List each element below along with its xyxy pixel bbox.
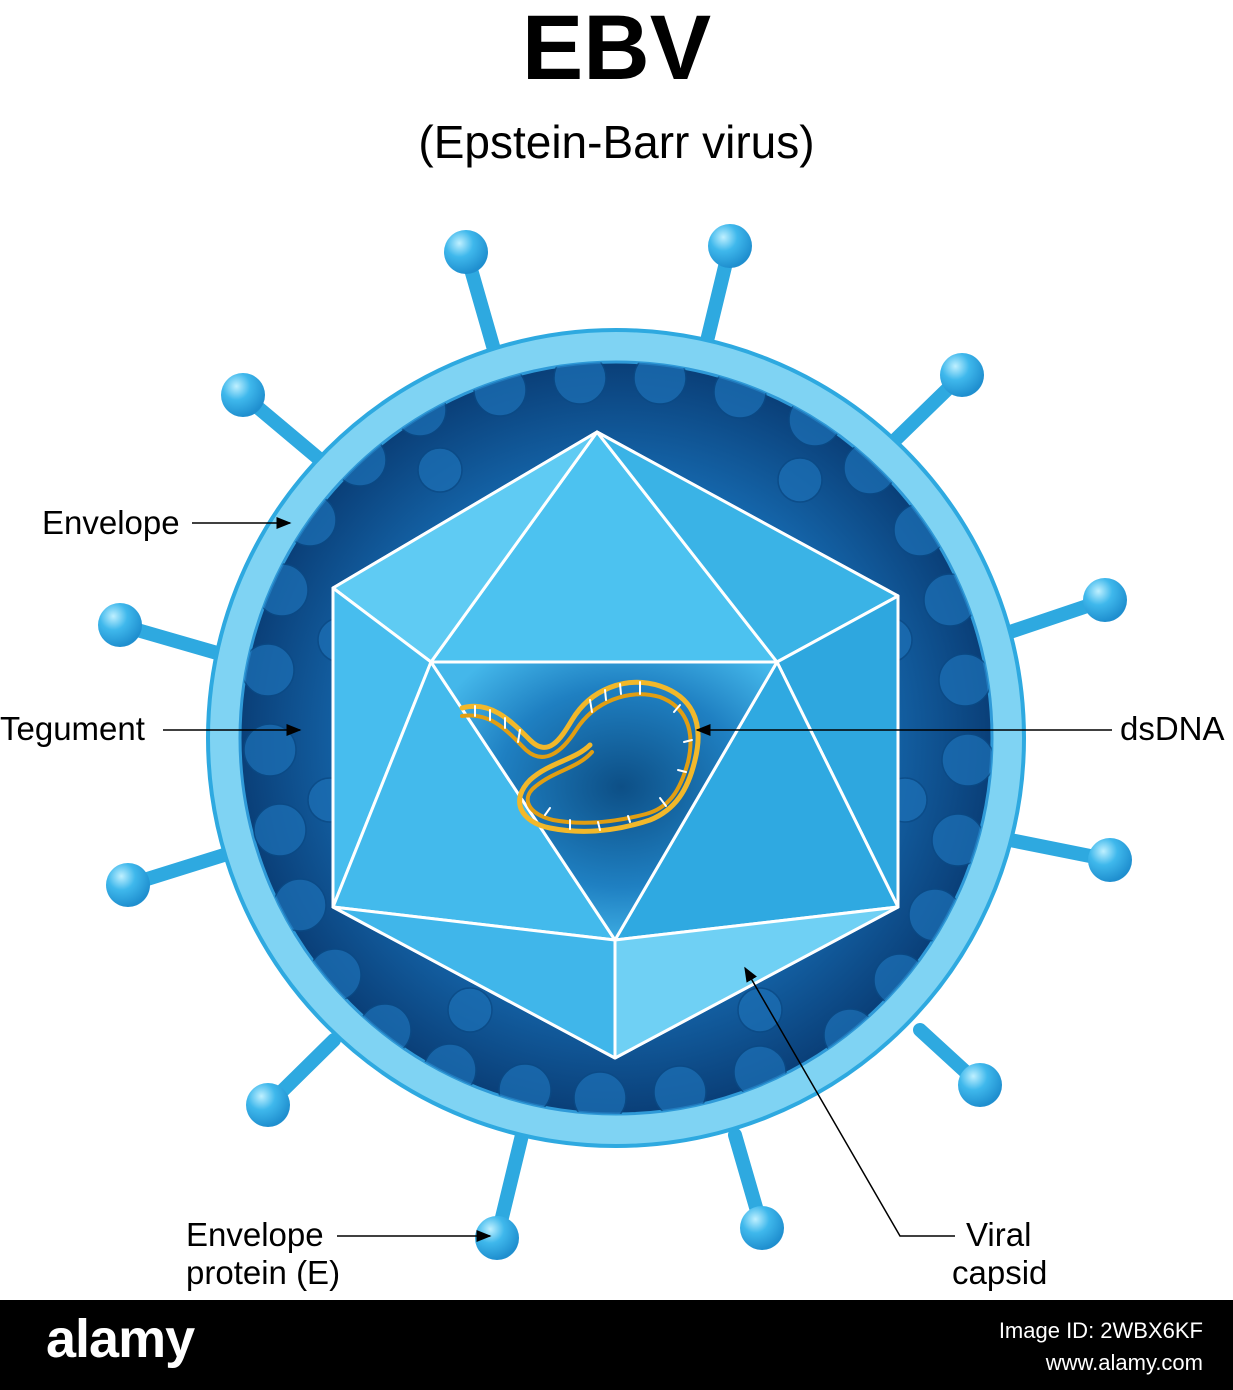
ebv-virus-illustration: [98, 224, 1132, 1260]
viral-capsid-leader: [744, 966, 955, 1237]
brand-logo: alamy: [46, 1309, 195, 1369]
label-tegument: Tegument: [0, 710, 145, 747]
diagram-title: EBV: [521, 0, 712, 99]
label-envelope-protein-line1: Envelope: [186, 1216, 324, 1253]
label-viral-capsid-line1: Viral: [966, 1216, 1032, 1253]
viral-capsid: [331, 430, 900, 1060]
spike-heads: [98, 224, 1132, 1260]
site-url: www.alamy.com: [1045, 1350, 1203, 1375]
footer-bar: [0, 1300, 1233, 1390]
label-viral-capsid-line2: capsid: [952, 1254, 1048, 1291]
label-envelope-protein-line2: protein (E): [186, 1254, 341, 1291]
diagram-subtitle: (Epstein-Barr virus): [418, 116, 815, 168]
label-envelope: Envelope: [42, 504, 180, 541]
image-id: Image ID: 2WBX6KF: [998, 1318, 1203, 1343]
dsdna-strand: [459, 680, 701, 834]
leader-lines: [163, 517, 1112, 1242]
label-dsdna: dsDNA: [1120, 710, 1225, 747]
